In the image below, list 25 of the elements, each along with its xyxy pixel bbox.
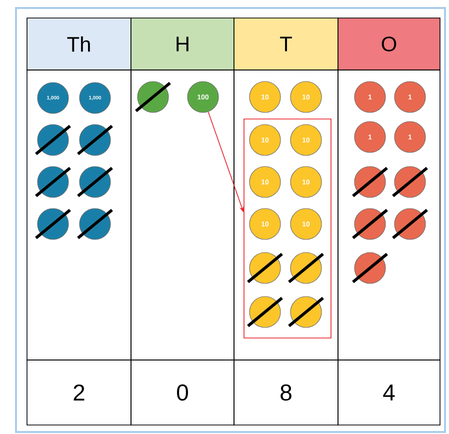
digit-cell: 4	[338, 360, 440, 426]
crossed-out-counter	[352, 252, 388, 284]
highlight-box	[244, 118, 332, 338]
crossed-out-counter	[392, 208, 428, 240]
crossed-out-counter	[35, 166, 71, 198]
crossed-out-counter	[288, 252, 324, 284]
header-cell: H	[130, 18, 234, 70]
crossed-out-counter	[35, 124, 71, 156]
crossed-out-counter	[77, 208, 113, 240]
crossed-out-counter	[35, 208, 71, 240]
crossed-out-counter	[352, 166, 388, 198]
header-cell: O	[338, 18, 440, 70]
digit-cell: 2	[26, 360, 132, 426]
digit-cell: 0	[130, 360, 234, 426]
crossed-out-counter	[77, 166, 113, 198]
digit-cell: 8	[234, 360, 338, 426]
header-cell: T	[234, 18, 338, 70]
crossed-out-counter	[288, 296, 324, 328]
crossed-out-counter	[247, 296, 283, 328]
crossed-out-counter	[135, 81, 171, 113]
crossed-out-counter	[77, 124, 113, 156]
crossed-out-counter	[247, 252, 283, 284]
crossed-out-counter	[352, 208, 388, 240]
header-cell: Th	[26, 18, 132, 70]
crossed-out-counter	[392, 166, 428, 198]
